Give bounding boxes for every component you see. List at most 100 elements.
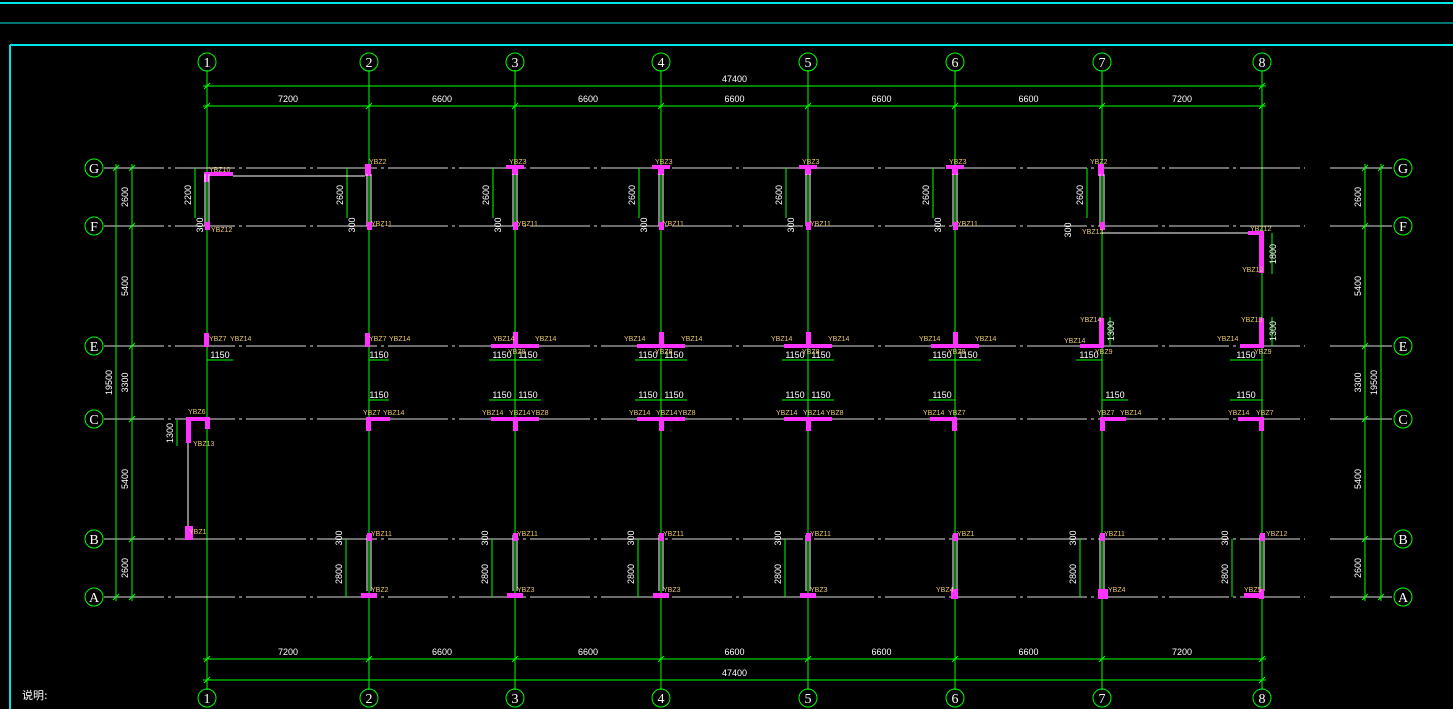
dim-c-left-text: 1300 <box>165 423 175 443</box>
wall-c-6-h <box>930 417 956 421</box>
dim-f-offset-text-0: 300 <box>195 217 205 232</box>
wall-tag-ybz8: YBZ8 <box>948 349 966 356</box>
dim-c-above-text-7: 1150 <box>932 390 951 400</box>
wall-c-tee-stem-2 <box>806 417 811 431</box>
wall-tag-ybz14: YBZ14 <box>1064 338 1086 345</box>
wall-tag-ybz2: YBZ2 <box>371 587 389 594</box>
dim-left-total-tick-1 <box>112 593 120 601</box>
wall-c-6-v <box>952 417 957 431</box>
wall-tag-ybz14: YBZ14 <box>1228 410 1250 417</box>
dim-right-e-text-8: 1300 <box>1268 321 1278 341</box>
dim-bottom-bays-tick-6 <box>1098 655 1106 663</box>
axis-bubble-bottom-2: 2 <box>366 692 373 707</box>
wall-b-end-2 <box>659 533 664 541</box>
wall-tag-ybz7: YBZ7 <box>209 336 227 343</box>
dim-ab-text-5: 2800 <box>1220 564 1230 584</box>
wall-tag-ybz1: YBZ1 <box>957 531 975 538</box>
wall-tag-ybz3: YBZ3 <box>655 159 673 166</box>
wall-tag-ybz3: YBZ3 <box>663 587 681 594</box>
dimension-lines <box>112 82 1385 684</box>
wall-tag-ybz12: YBZ12 <box>1250 226 1272 233</box>
dim-c-above-text-6: 1150 <box>811 390 830 400</box>
dim-left-bays-text: 5400 <box>120 276 130 296</box>
dim-b-offset-text-1: 300 <box>480 530 490 545</box>
wall-tag-ybz11: YBZ11 <box>663 221 684 228</box>
dim-top-bays-text: 7200 <box>278 94 298 104</box>
wall-tag-ybz14: YBZ14 <box>975 336 997 343</box>
wall-tag-ybz14: YBZ14 <box>771 336 793 343</box>
axis-bubble-left-G-circle <box>84 158 104 178</box>
wall-f-8-v <box>1259 231 1264 273</box>
axis-bubble-left-B-circle <box>84 529 104 549</box>
axis-bubble-top-7-circle <box>1092 52 1112 72</box>
dim-f-offset-text-3: 300 <box>639 217 649 232</box>
wall-tag-ybz11: YBZ11 <box>517 531 538 538</box>
wall-b-end-1 <box>513 533 518 541</box>
dim-bottom-bays-tick-5 <box>951 655 959 663</box>
dim-right-bays-tick-4 <box>1361 535 1369 543</box>
axis-bubble-left-E: E <box>90 340 99 355</box>
dim-f-offset-text-1: 300 <box>347 217 357 232</box>
wall-tag-ybz7: YBZ7 <box>948 410 966 417</box>
wall-tag-ybz3: YBZ3 <box>509 159 527 166</box>
dim-left-bays-tick-0 <box>128 164 136 172</box>
wall-f-end-6 <box>1100 222 1105 230</box>
wall-tag-ybz9: YBZ9 <box>1095 349 1113 356</box>
dim-bottom-bays-text: 6600 <box>1018 647 1038 657</box>
dim-fg-text-0: 2200 <box>183 185 193 205</box>
dim-c-above-text-1: 1150 <box>492 390 511 400</box>
wall-tag-ybz7: YBZ7 <box>363 410 381 417</box>
wall-c-1-h <box>186 417 210 421</box>
axis-bubble-right-E-circle <box>1393 336 1413 356</box>
wall-tag-ybz14: YBZ14 <box>1080 317 1102 324</box>
wall-g-tee-stem-2 <box>805 165 811 175</box>
axis-bubble-right-C: C <box>1398 413 1407 428</box>
dim-bottom-bays-text: 6600 <box>432 647 452 657</box>
dim-fg-text-2: 2600 <box>481 185 491 205</box>
dim-bottom-total-text: 47400 <box>722 668 747 678</box>
wall-e-8-v <box>1259 318 1264 348</box>
dim-left-bays-tick-3 <box>128 415 136 423</box>
dim-b-offset-text-4: 300 <box>1068 530 1078 545</box>
dim-ab-text-0: 2800 <box>334 564 344 584</box>
axis-bubble-top-4: 4 <box>658 56 665 71</box>
dim-left-bays-tick-2 <box>128 342 136 350</box>
wall-tag-ybz11: YBZ11 <box>663 531 684 538</box>
wall-tag-ybz14: YBZ14 <box>389 336 411 343</box>
wall-tag-ybz12: YBZ12 <box>1242 267 1264 274</box>
wall-tag-ybz14: YBZ14 <box>383 410 405 417</box>
dim-ab-text-2: 2800 <box>626 564 636 584</box>
wall-b-end-0 <box>367 533 372 541</box>
dim-c-above-text-8: 1150 <box>1105 390 1124 400</box>
dim-right-bays-tick-5 <box>1361 593 1369 601</box>
axis-bubble-top-3-circle <box>505 52 525 72</box>
wall-f-8-h <box>1248 231 1264 235</box>
wall-tag-ybz14: YBZ14 <box>1217 336 1239 343</box>
axis-bubble-top-5: 5 <box>805 56 812 71</box>
axis-bubble-top-1: 1 <box>204 56 211 71</box>
wall-g-7 <box>1098 164 1104 176</box>
axis-bubble-top-4-circle <box>651 52 671 72</box>
wall-e-tee-stem-3 <box>953 332 958 346</box>
axis-bubble-right-F-circle <box>1393 216 1413 236</box>
wall-b-end-6 <box>1260 533 1265 541</box>
dim-right-bays-text: 5400 <box>1353 276 1363 296</box>
dim-f-offset-text-2: 300 <box>493 217 503 232</box>
dim-right-bays-tick-2 <box>1361 342 1369 350</box>
dim-right-total-tick-1 <box>1377 593 1385 601</box>
dim-top-bays-text: 6600 <box>724 94 744 104</box>
dim-right-f-text: 1800 <box>1268 244 1278 264</box>
wall-c-7-v <box>1100 417 1105 431</box>
dim-bottom-bays-tick-2 <box>511 655 519 663</box>
grid-lines <box>104 70 1392 690</box>
wall-tag-ybz14: YBZ14 <box>493 336 515 343</box>
wall-tag-ybz2: YBZ2 <box>369 159 387 166</box>
wall-tag-ybz12: YBZ12 <box>211 227 233 234</box>
dim-fg-text-5: 2600 <box>921 185 931 205</box>
wall-tag-ybz12: YBZ12 <box>1082 229 1104 236</box>
wall-tag-ybz4: YBZ4 <box>936 587 954 594</box>
axis-bubble-bottom-5-circle <box>798 688 818 708</box>
